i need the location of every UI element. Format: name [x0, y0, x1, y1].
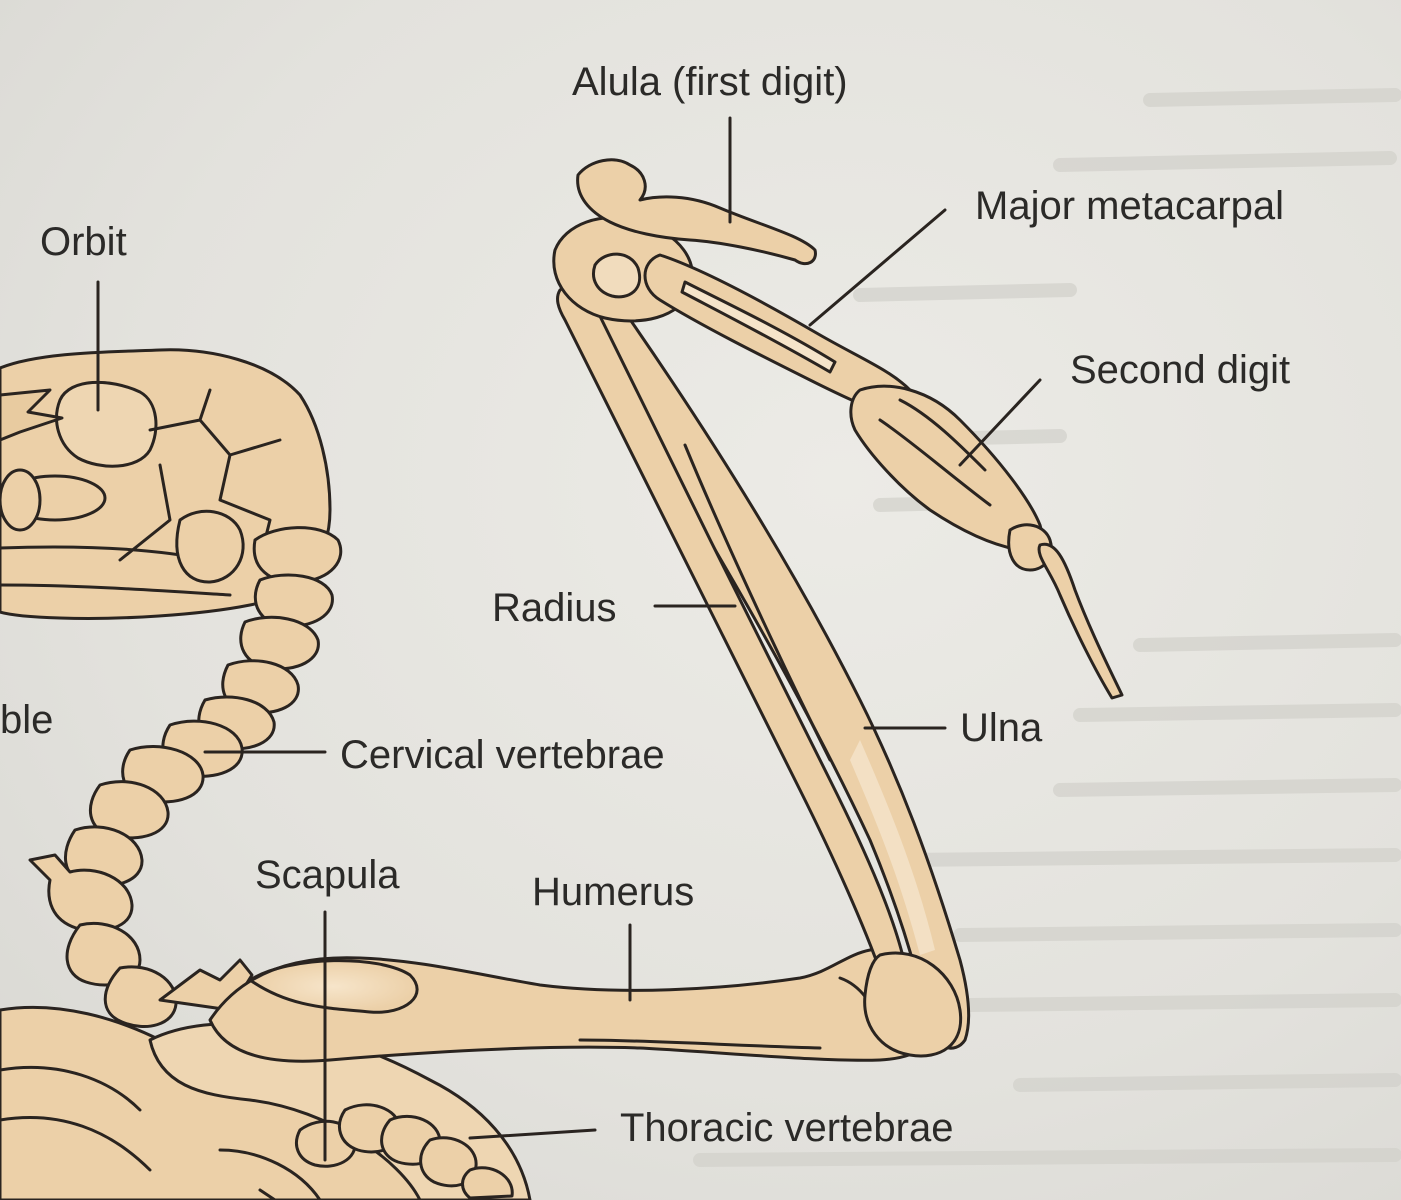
label-major-metacarpal: Major metacarpal — [975, 184, 1285, 228]
humerus-head — [248, 959, 419, 1014]
metacarpal-gap — [680, 280, 837, 374]
label-mandible-partial: ble — [0, 698, 54, 742]
label-humerus: Humerus — [532, 870, 695, 914]
thoracic-vertebrae-leader — [468, 1128, 597, 1140]
skull-fossa — [0, 468, 42, 532]
second-digit-leader — [958, 378, 1042, 467]
radius-line — [683, 443, 832, 762]
label-scapula: Scapula — [255, 853, 400, 897]
elbow-joint — [863, 951, 963, 1058]
ulna-shading — [850, 740, 935, 955]
label-radius: Radius — [492, 586, 617, 630]
label-ulna: Ulna — [960, 706, 1043, 750]
skull-sutures — [0, 388, 282, 597]
second-digit-detail — [878, 398, 992, 507]
bones — [0, 158, 1124, 1200]
rib-lines — [0, 1065, 322, 1200]
beak-base — [0, 388, 64, 442]
cervical-vertebrae-chain — [28, 526, 343, 1028]
label-alula: Alula (first digit) — [572, 60, 848, 104]
quadrate-bone — [175, 509, 245, 584]
leader-lines — [96, 116, 1042, 1162]
label-second-digit: Second digit — [1070, 348, 1291, 392]
label-orbit: Orbit — [40, 220, 127, 264]
carpal-inner — [592, 252, 642, 299]
label-cervical-vertebrae: Cervical vertebrae — [340, 733, 665, 777]
major-metacarpal-leader — [808, 208, 947, 327]
digit-phalanx — [1037, 542, 1124, 700]
label-thoracic-vertebrae: Thoracic vertebrae — [620, 1106, 954, 1150]
orbit-ring — [55, 380, 158, 468]
alula-bone — [576, 158, 817, 266]
faded-background-text — [693, 88, 1401, 1167]
